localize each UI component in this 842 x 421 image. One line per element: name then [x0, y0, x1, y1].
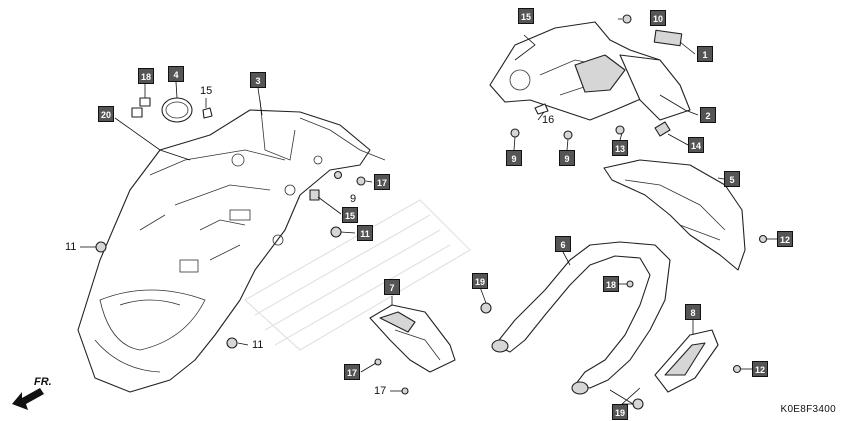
callout-8: 8 — [685, 304, 701, 320]
callout-12: 12 — [752, 361, 768, 377]
leader-lines — [80, 18, 777, 405]
callout-14: 14 — [688, 137, 704, 153]
callout-15: 16 — [542, 114, 555, 126]
callout-18: 19 — [612, 404, 628, 420]
front-direction-arrow — [12, 388, 44, 410]
callout-9: 9 — [350, 193, 357, 205]
callout-5: 5 — [724, 171, 740, 187]
callout-15: 15 — [518, 8, 534, 24]
callout-6: 6 — [555, 236, 571, 252]
callout-17: 17 — [344, 364, 360, 380]
callout-17: 18 — [603, 276, 619, 292]
grab-rail — [480, 241, 671, 410]
front-direction-label: FR. — [34, 376, 52, 388]
rear-upper-cowl — [489, 14, 691, 140]
callout-18: 19 — [472, 273, 488, 289]
callout-15: 15 — [200, 85, 213, 97]
callout-2: 2 — [700, 107, 716, 123]
callout-9: 9 — [506, 150, 522, 166]
callout-11: 11 — [65, 241, 77, 253]
callout-10: 10 — [650, 10, 666, 26]
callout-1: 1 — [697, 46, 713, 62]
callout-13: 13 — [612, 140, 628, 156]
callout-15: 15 — [342, 207, 358, 223]
callout-7: 7 — [384, 279, 400, 295]
callout-11: 11 — [357, 225, 373, 241]
callout-19: 18 — [138, 68, 154, 84]
callout-12: 12 — [777, 231, 793, 247]
small-parts-top-left — [131, 97, 213, 123]
side-cover — [654, 234, 768, 393]
callout-17: 17 — [374, 385, 387, 397]
callout-9: 9 — [559, 150, 575, 166]
rear-inner-fender — [77, 99, 386, 393]
callout-16: 17 — [374, 174, 390, 190]
callout-3: 3 — [250, 72, 266, 88]
rear-fender — [603, 159, 746, 271]
diagram-code: K0E8F3400 — [780, 404, 836, 415]
callout-20: 20 — [98, 106, 114, 122]
license-light-bracket — [369, 304, 456, 395]
callout-11: 11 — [252, 339, 264, 351]
callout-4: 4 — [168, 66, 184, 82]
